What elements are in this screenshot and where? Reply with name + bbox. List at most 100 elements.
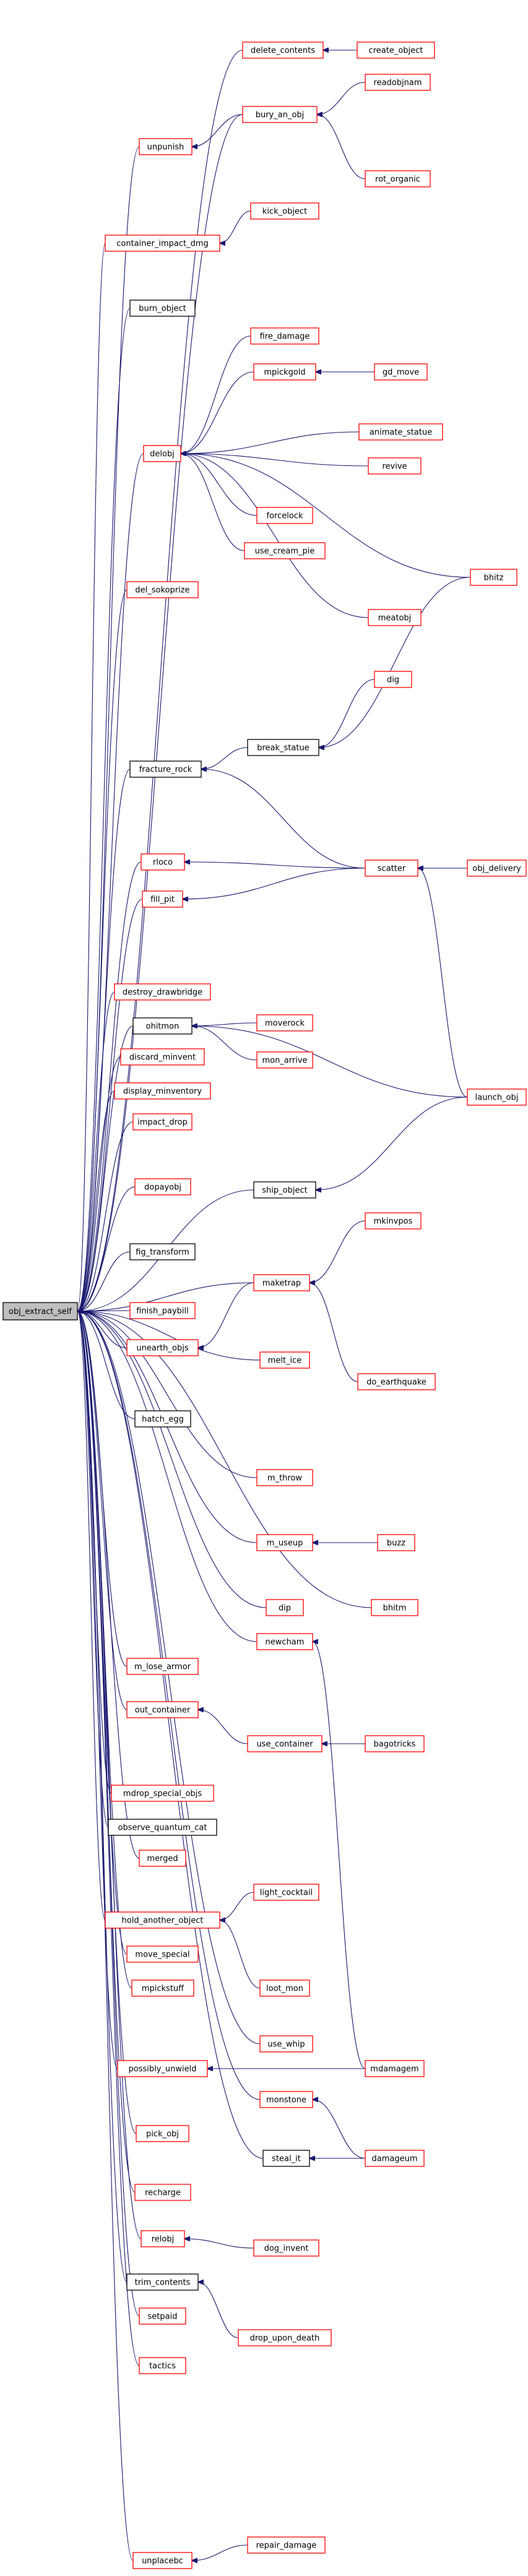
node-label: gd_move — [383, 368, 419, 377]
node-readobjnam[interactable]: readobjnam — [365, 74, 431, 91]
node-label: maketrap — [262, 1279, 301, 1288]
node-rot-organic[interactable]: rot_organic — [365, 170, 431, 187]
edge-break_statue-to-fracture_rock — [201, 747, 248, 769]
node-use-cream-pie[interactable]: use_cream_pie — [244, 542, 326, 559]
node-merged[interactable]: merged — [139, 1850, 186, 1867]
node-fire-damage[interactable]: fire_damage — [250, 327, 319, 345]
node-do-earthquake[interactable]: do_earthquake — [357, 1373, 436, 1390]
node-fracture-rock[interactable]: fracture_rock — [129, 760, 202, 778]
node-label: pick_obj — [146, 2130, 179, 2139]
node-obj-extract-self[interactable]: obj_extract_self — [2, 1302, 78, 1320]
node-loot-mon[interactable]: loot_mon — [259, 1979, 310, 1997]
node-label: create_object — [369, 46, 423, 56]
node-meatobj[interactable]: meatobj — [368, 609, 422, 626]
node-ship-object[interactable]: ship_object — [253, 1181, 316, 1199]
node-dig[interactable]: dig — [374, 671, 412, 688]
node-tactics[interactable]: tactics — [139, 2357, 186, 2374]
node-recharge[interactable]: recharge — [134, 2184, 191, 2201]
node-buzz[interactable]: buzz — [377, 1534, 415, 1551]
node-trim-contents[interactable]: trim_contents — [126, 2273, 199, 2291]
node-hold-another-object[interactable]: hold_another_object — [105, 1911, 220, 1929]
node-bhitz[interactable]: bhitz — [470, 569, 517, 586]
node-break-statue[interactable]: break_statue — [247, 739, 319, 756]
node-label: mdrop_special_objs — [123, 1790, 202, 1799]
node-light-cocktail[interactable]: light_cocktail — [253, 1884, 319, 1901]
node-box — [132, 1017, 193, 1035]
node-kick-object[interactable]: kick_object — [250, 202, 319, 220]
node-bhitm[interactable]: bhitm — [371, 1599, 418, 1616]
node-damageum[interactable]: damageum — [365, 2150, 425, 2167]
node-m-lose-armor[interactable]: m_lose_armor — [126, 1658, 199, 1675]
node-del-sokoprize[interactable]: del_sokoprize — [126, 581, 199, 598]
node-mpickgold[interactable]: mpickgold — [253, 363, 316, 381]
node-repair-damage[interactable]: repair_damage — [247, 2536, 326, 2554]
node-mdrop-special-objs[interactable]: mdrop_special_objs — [111, 1785, 214, 1802]
node-out-container[interactable]: out_container — [126, 1701, 199, 1718]
edge-bhitz-to-break_statue — [319, 577, 471, 747]
node-hatch-egg[interactable]: hatch_egg — [134, 1410, 191, 1428]
node-setpaid[interactable]: setpaid — [139, 2307, 186, 2325]
node-create-object[interactable]: create_object — [357, 41, 435, 59]
node-newcham[interactable]: newcham — [256, 1633, 313, 1650]
node-move-special[interactable]: move_special — [126, 1945, 199, 1963]
node-mon-arrive[interactable]: mon_arrive — [256, 1051, 313, 1069]
node-burn-object[interactable]: burn_object — [129, 299, 196, 317]
node-melt-ice[interactable]: melt_ice — [259, 1351, 310, 1369]
node-possibly-unwield[interactable]: possibly_unwield — [117, 2060, 208, 2077]
node-forcelock[interactable]: forcelock — [256, 507, 313, 524]
node-unpunish[interactable]: unpunish — [139, 138, 193, 155]
node-animate-statue[interactable]: animate_statue — [358, 423, 443, 441]
node-pick-obj[interactable]: pick_obj — [136, 2125, 189, 2142]
node-steal-it[interactable]: steal_it — [262, 2150, 310, 2167]
node-dopayobj[interactable]: dopayobj — [134, 1178, 191, 1195]
node-display-minventory[interactable]: display_minventory — [114, 1082, 211, 1100]
node-box — [247, 2536, 326, 2554]
node-revive[interactable]: revive — [368, 457, 422, 475]
node-unearth-objs[interactable]: unearth_objs — [126, 1339, 199, 1356]
node-relobj[interactable]: relobj — [141, 2230, 185, 2247]
edge-tactics-to-obj_extract_self — [77, 1311, 140, 2366]
node-bury-an-obj[interactable]: bury_an_obj — [242, 106, 318, 123]
node-rloco[interactable]: rloco — [141, 853, 185, 871]
node-delete-contents[interactable]: delete_contents — [242, 41, 324, 59]
node-unplacebc[interactable]: unplacebc — [132, 2552, 193, 2569]
node-launch-obj[interactable]: launch_obj — [467, 1088, 527, 1106]
node-fill-pit[interactable]: fill_pit — [142, 890, 183, 908]
node-label: del_sokoprize — [135, 586, 189, 595]
node-box — [365, 1212, 422, 1230]
node-use-container[interactable]: use_container — [247, 1735, 322, 1752]
node-mdamagem[interactable]: mdamagem — [365, 2060, 425, 2077]
node-container-impact-dmg[interactable]: container_impact_dmg — [105, 235, 220, 252]
edge-use_cream_pie-to-delobj — [181, 454, 245, 551]
node-label: hold_another_object — [122, 1916, 204, 1926]
node-discard-minvent[interactable]: discard_minvent — [120, 1048, 205, 1066]
node-finish-paybill[interactable]: finish_paybill — [129, 1302, 196, 1319]
node-drop-upon-death[interactable]: drop_upon_death — [238, 2329, 332, 2346]
node-monstone[interactable]: monstone — [259, 2091, 313, 2108]
node-gd-move[interactable]: gd_move — [374, 363, 428, 381]
node-use-whip[interactable]: use_whip — [259, 2035, 313, 2053]
node-impact-drop[interactable]: impact_drop — [132, 1113, 193, 1131]
node-obj-delivery[interactable]: obj_delivery — [467, 859, 527, 877]
node-fig-transform[interactable]: fig_transform — [129, 1243, 196, 1260]
node-m-useup[interactable]: m_useup — [256, 1534, 313, 1551]
node-label: m_lose_armor — [134, 1663, 191, 1672]
node-bagotricks[interactable]: bagotricks — [365, 1735, 425, 1752]
node-ohitmon[interactable]: ohitmon — [132, 1017, 193, 1035]
node-moverock[interactable]: moverock — [256, 1014, 313, 1032]
node-maketrap[interactable]: maketrap — [253, 1274, 310, 1291]
node-mpickstuff[interactable]: mpickstuff — [131, 1979, 194, 1997]
edge-burn_object-to-obj_extract_self — [77, 308, 131, 1311]
node-label: revive — [382, 462, 407, 472]
node-m-throw[interactable]: m_throw — [256, 1469, 313, 1486]
node-scatter[interactable]: scatter — [365, 859, 418, 877]
node-observe-quantum-cat[interactable]: observe_quantum_cat — [108, 1819, 217, 1836]
node-delobj[interactable]: delobj — [143, 445, 181, 462]
node-dog-invent[interactable]: dog_invent — [253, 2239, 319, 2257]
node-label: light_cocktail — [260, 1889, 313, 1898]
node-destroy-drawbridge[interactable]: destroy_drawbridge — [114, 983, 211, 1001]
node-box — [250, 202, 319, 220]
node-dip[interactable]: dip — [266, 1599, 304, 1616]
node-label: fracture_rock — [139, 765, 193, 775]
node-mkinvpos[interactable]: mkinvpos — [365, 1212, 422, 1230]
